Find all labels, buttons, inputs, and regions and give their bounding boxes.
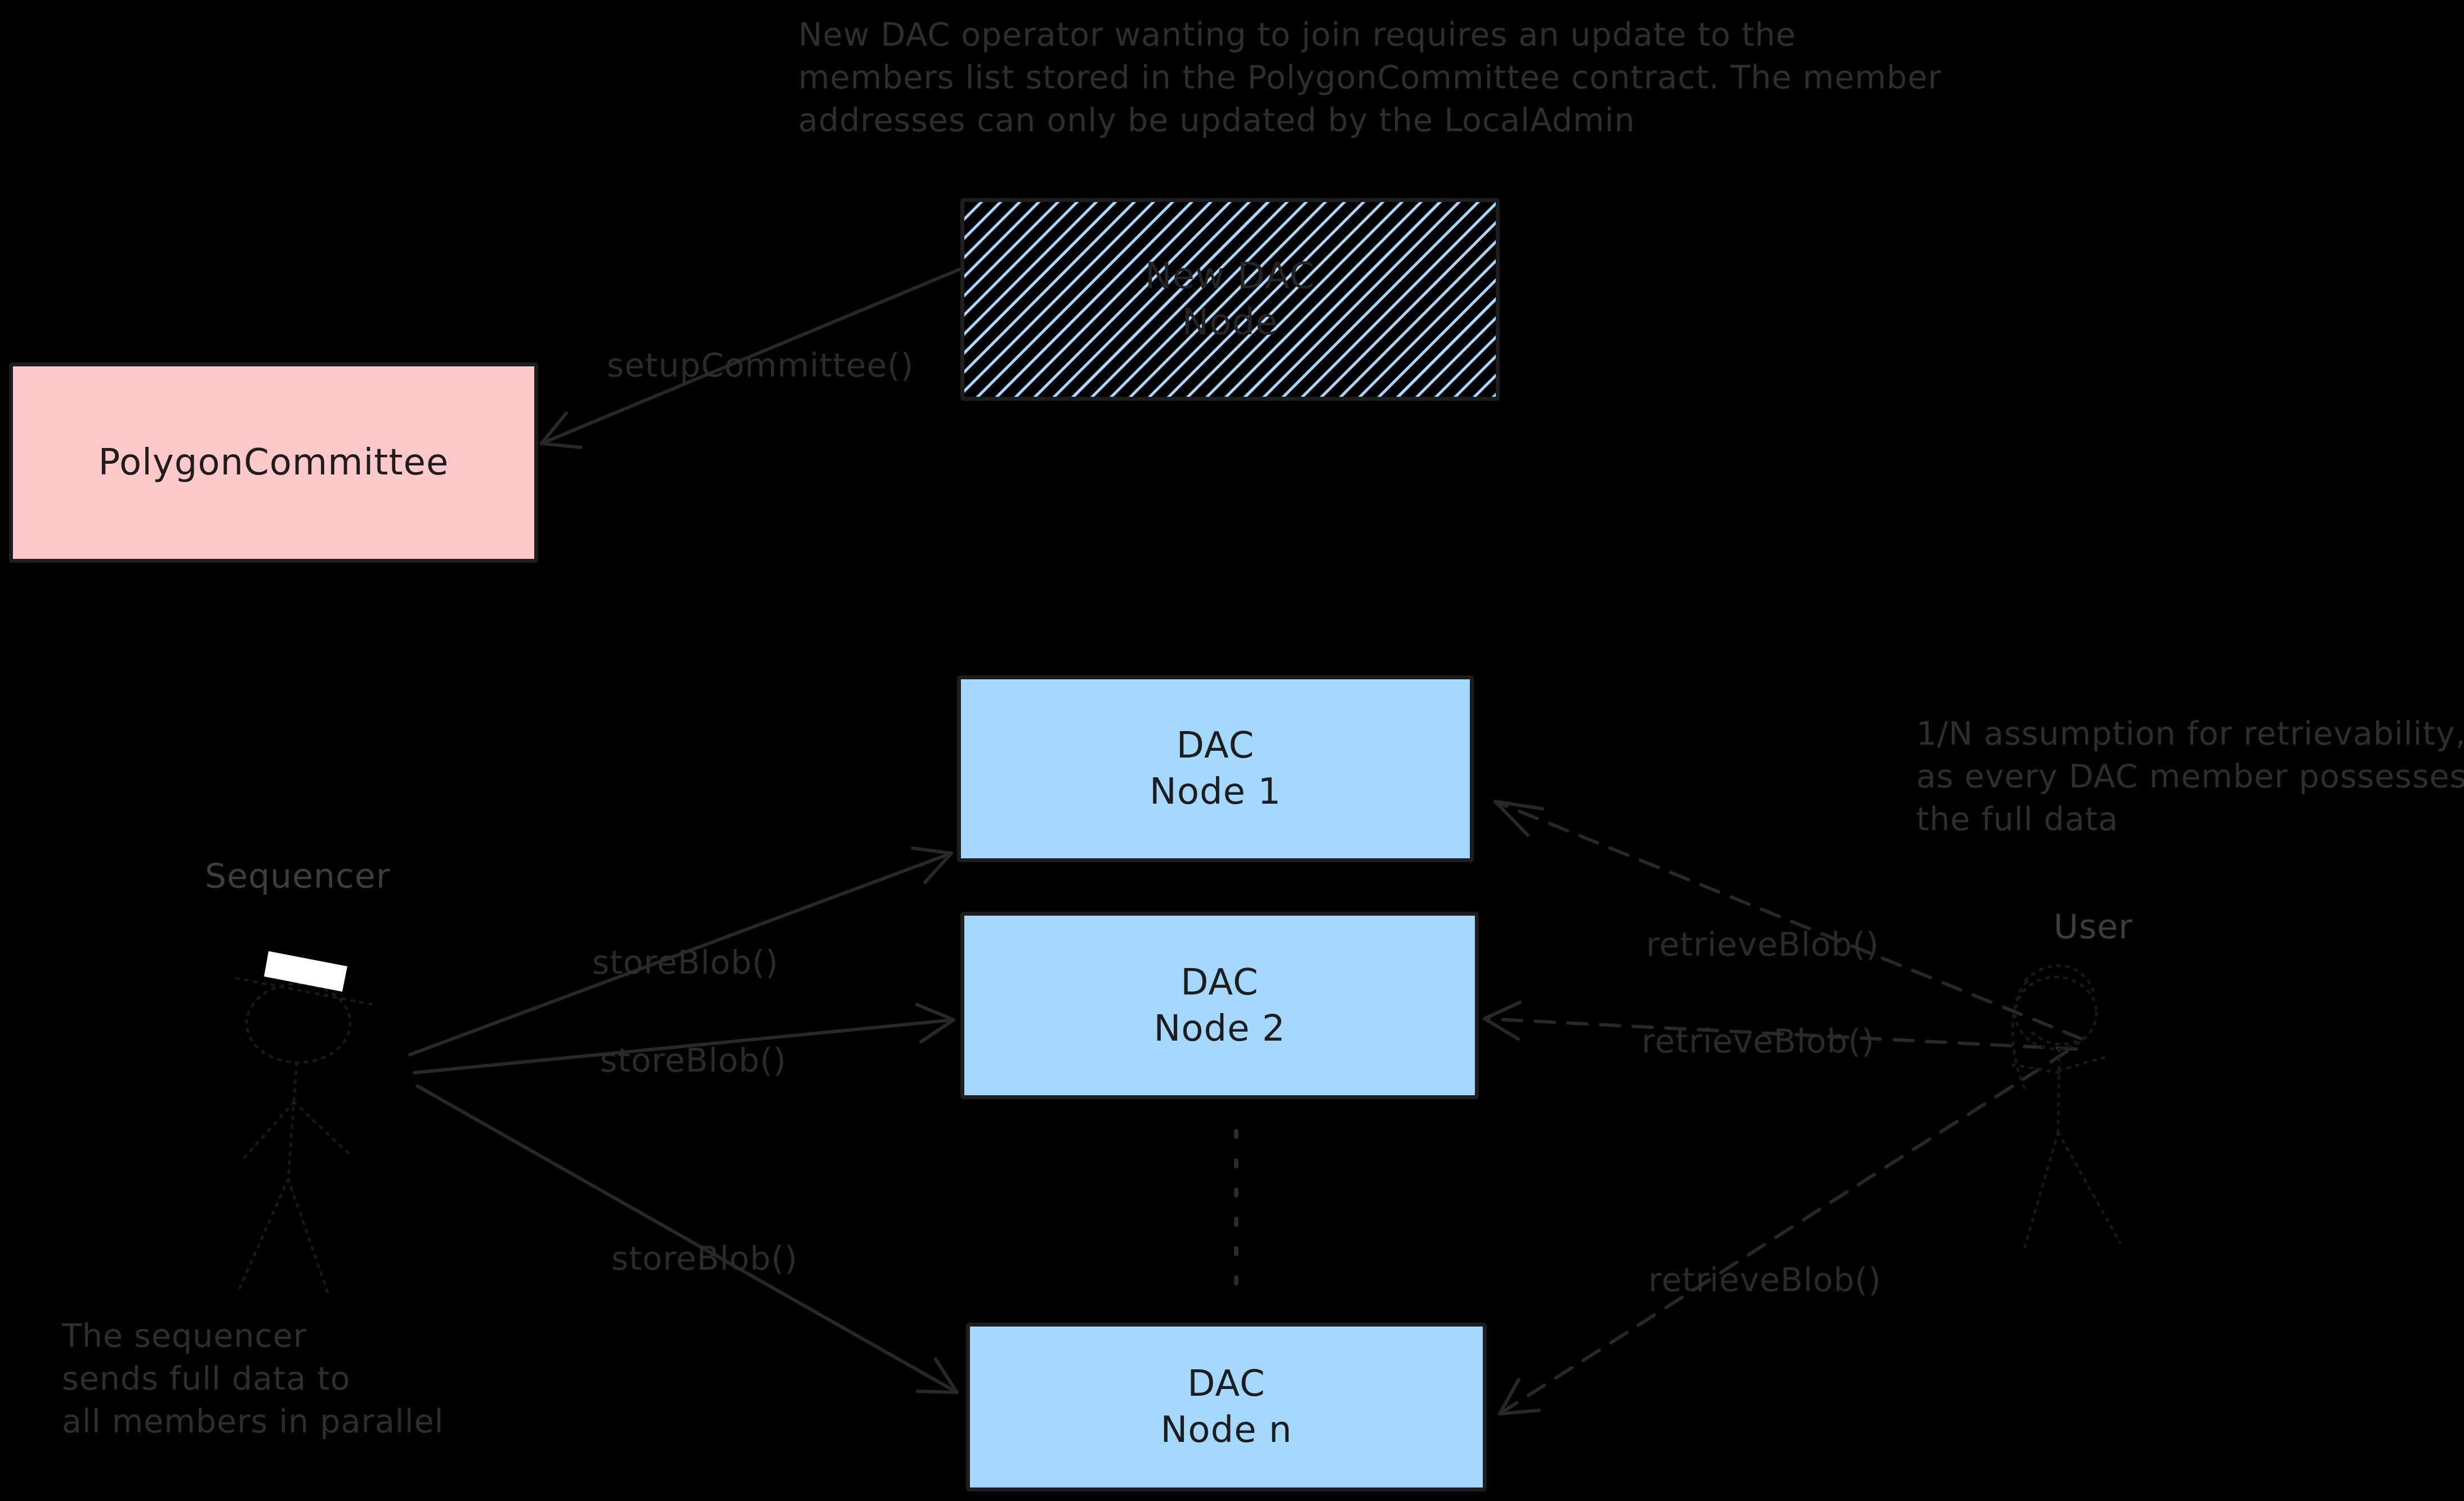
- sequencer-person-icon: [235, 951, 378, 1294]
- box-label-line: Node n: [1160, 1409, 1293, 1451]
- sequencer-broadcast-note: The sequencer sends full data to all mem…: [62, 1315, 444, 1443]
- box-label-line: Node 1: [1149, 771, 1282, 813]
- dac-node-1-box: DAC Node 1: [957, 675, 1474, 862]
- note-line: all members in parallel: [62, 1403, 444, 1440]
- dac-node-2-box: DAC Node 2: [960, 912, 1479, 1099]
- store-blob-arrow-node1: [408, 846, 953, 1056]
- sequencer-hat-icon: [264, 951, 347, 992]
- retrieve-blob-edge-label-2: retrieveBlob(): [1642, 1022, 1875, 1060]
- user-actor-label: User: [2054, 907, 2133, 947]
- box-label-line: New DAC: [1144, 256, 1316, 297]
- box-label-line: DAC: [1176, 725, 1255, 767]
- new-dac-node-box: New DAC Node: [960, 198, 1500, 401]
- note-line: sends full data to: [62, 1360, 351, 1397]
- sequencer-actor-label: Sequencer: [205, 857, 391, 896]
- dac-node-2-label: DAC Node 2: [1153, 960, 1285, 1052]
- store-blob-arrow-noden: [416, 1085, 959, 1394]
- note-line: addresses can only be updated by the Loc…: [798, 102, 1635, 139]
- polygon-committee-box: PolygonCommittee: [9, 362, 538, 563]
- polygon-committee-label: PolygonCommittee: [98, 442, 449, 483]
- note-line: The sequencer: [62, 1318, 307, 1355]
- note-line: New DAC operator wanting to join require…: [798, 16, 1796, 53]
- note-line: members list stored in the PolygonCommit…: [798, 59, 1942, 96]
- retrieve-blob-edge-label-3: retrieveBlob(): [1648, 1261, 1882, 1299]
- setup-committee-arrow: [540, 267, 962, 449]
- retrieve-blob-arrow-node2: [1483, 1001, 2078, 1051]
- user-person-icon: [2011, 964, 2122, 1250]
- note-line: the full data: [1916, 801, 2119, 838]
- retrieve-blob-arrow-noden: [1498, 1050, 2069, 1415]
- dac-node-n-box: DAC Node n: [966, 1323, 1487, 1491]
- box-label-line: Node 2: [1153, 1007, 1286, 1050]
- box-label-line: DAC: [1180, 961, 1259, 1003]
- store-blob-edge-label-2: storeBlob(): [600, 1041, 787, 1079]
- new-operator-note: New DAC operator wanting to join require…: [798, 14, 1942, 142]
- retrieve-blob-arrow-node1: [1493, 800, 2083, 1041]
- new-dac-node-label: New DAC Node: [1145, 253, 1315, 346]
- box-label-line: DAC: [1187, 1363, 1265, 1405]
- store-blob-edge-label-1: storeBlob(): [592, 943, 779, 982]
- dac-node-1-label: DAC Node 1: [1150, 723, 1281, 815]
- box-label-line: Node: [1182, 302, 1278, 343]
- retrieve-blob-edge-label-1: retrieveBlob(): [1646, 925, 1880, 964]
- store-blob-arrow-node2: [413, 1003, 955, 1074]
- retrievability-note: 1/N assumption for retrievability, as ev…: [1916, 713, 2464, 841]
- setup-committee-edge-label: setupCommittee(): [607, 346, 914, 384]
- note-line: 1/N assumption for retrievability,: [1916, 715, 2464, 752]
- store-blob-edge-label-3: storeBlob(): [611, 1239, 798, 1278]
- note-line: as every DAC member possesses: [1916, 758, 2464, 795]
- dac-node-n-label: DAC Node n: [1161, 1361, 1293, 1453]
